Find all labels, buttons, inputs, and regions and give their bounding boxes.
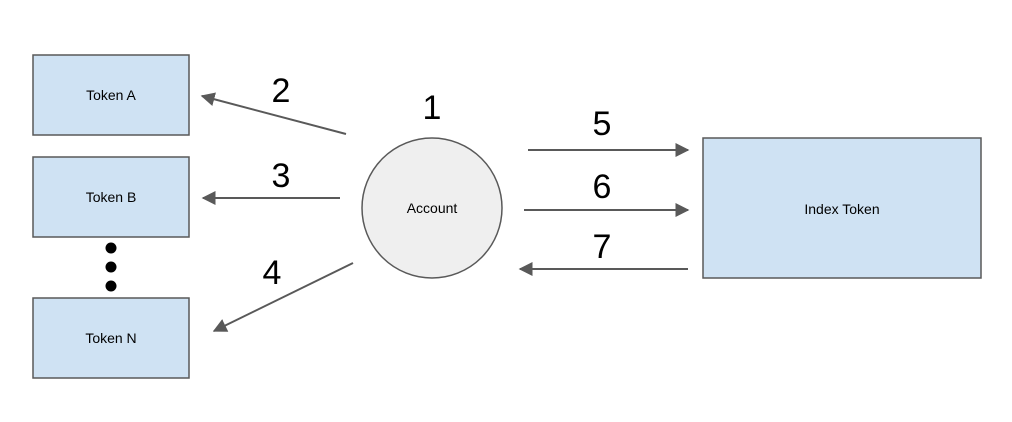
account-label: Account [407,200,458,216]
ellipsis-dot [105,280,117,292]
arrow-to-token-a [200,92,347,135]
token-a-label: Token A [86,87,136,103]
ellipsis-dot [105,242,117,254]
index-token-label: Index Token [804,201,879,217]
account-node: Account [361,137,503,279]
ellipsis-dot [105,261,117,273]
token-n-box [32,297,190,379]
index-token-box [702,137,982,279]
step-3-label: 3 [272,157,291,195]
token-n-node: Token N [32,297,190,379]
token-a-box [32,54,190,136]
arrow-to-token-n [212,262,354,332]
ellipsis-dots [105,242,117,292]
token-a-node: Token A [32,54,190,136]
step-4-label: 4 [263,254,282,292]
step-1-label: 1 [423,89,442,127]
token-b-label: Token B [86,189,137,205]
index-token-node: Index Token [702,137,982,279]
step-7-label: 7 [593,228,612,266]
step-5-label: 5 [593,105,612,143]
token-b-node: Token B [32,156,190,238]
step-2-label: 2 [272,72,291,110]
step-6-label: 6 [593,168,612,206]
token-n-label: Token N [85,330,136,346]
account-circle [361,137,503,279]
token-b-box [32,156,190,238]
